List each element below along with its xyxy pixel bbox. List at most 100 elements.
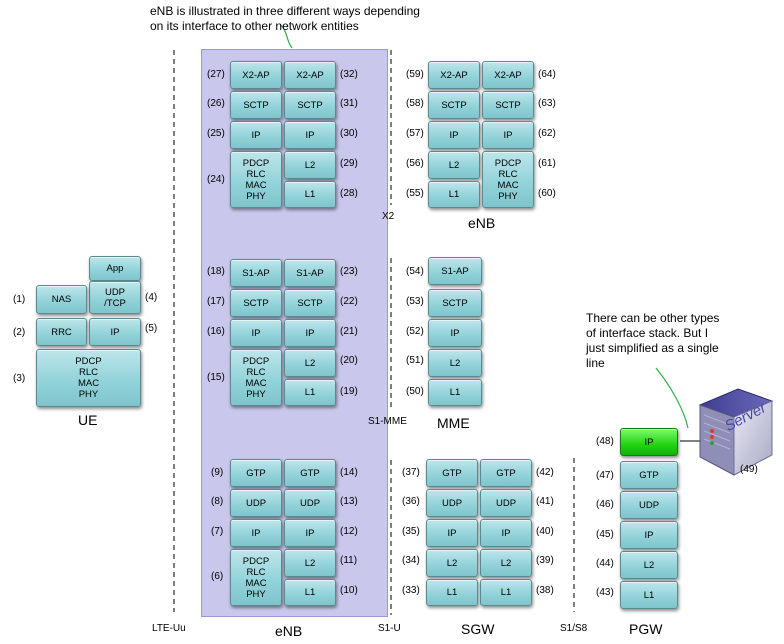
- ue-nas-layer: NAS: [36, 285, 87, 314]
- mme-caption: MME: [437, 415, 470, 431]
- sgw-label-41: (41): [536, 496, 554, 507]
- peer-enb-l2: L2: [428, 151, 480, 179]
- mme-ip: IP: [428, 319, 482, 347]
- peer-enb-label-60: (60): [538, 188, 556, 199]
- enb-x2-sctp-right: SCTP: [284, 91, 336, 119]
- mme-label-51: (51): [406, 355, 424, 366]
- sgw-gtp-right: GTP: [480, 459, 532, 487]
- sgw-udp-right: UDP: [480, 489, 532, 517]
- enb-label-8: (8): [211, 496, 224, 507]
- enb-s1-ip-right: IP: [284, 319, 336, 347]
- sgw-l1-left: L1: [426, 579, 478, 606]
- enb-s1-label-21: (21): [340, 326, 358, 337]
- ue-label-5: (5): [145, 323, 158, 334]
- enb-x2-label-28: (28): [340, 188, 358, 199]
- s1-s8-label: S1/S8: [560, 623, 588, 634]
- sgw-caption: SGW: [461, 621, 495, 637]
- pgw-ip: IP: [620, 521, 678, 549]
- peer-enb-label-61: (61): [538, 158, 556, 169]
- pgw-l2: L2: [620, 551, 678, 579]
- mme-label-50: (50): [406, 386, 424, 397]
- peer-enb-label-57: (57): [406, 128, 424, 139]
- enb-s1-label-20: (20): [340, 355, 358, 366]
- x2-label: X2: [382, 211, 395, 222]
- sgw-label-33: (33): [402, 585, 420, 596]
- peer-enb-ip-left: IP: [428, 121, 480, 149]
- peer-enb-pdcp-rlc-mac-phy: PDCP RLC MAC PHY: [482, 151, 534, 208]
- peer-enb-label-63: (63): [538, 98, 556, 109]
- enb-s1-ip-left: IP: [230, 319, 282, 347]
- enb-x2-ap-left: X2-AP: [230, 61, 282, 89]
- ue-label-2: (2): [13, 327, 26, 338]
- enb-label-7: (7): [211, 526, 224, 537]
- ue-udp-tcp-layer: UDP /TCP: [89, 281, 141, 314]
- ue-ip-layer: IP: [89, 318, 141, 346]
- enb-s1-sctp-left: SCTP: [230, 289, 282, 317]
- enb-s1-label-18: (18): [207, 266, 225, 277]
- enb-x2-label-30: (30): [340, 128, 358, 139]
- peer-enb-label-58: (58): [406, 98, 424, 109]
- enb-udp-right: UDP: [284, 489, 336, 517]
- enb-s1-label-17: (17): [207, 296, 225, 307]
- s1-mme-label: S1-MME: [368, 416, 407, 427]
- enb-x2-label-27: (27): [207, 69, 225, 80]
- top-note: eNB is illustrated in three different wa…: [150, 4, 420, 33]
- sgw-label-38: (38): [536, 585, 554, 596]
- sgw-udp-left: UDP: [426, 489, 478, 517]
- enb-x2-l2: L2: [284, 151, 336, 179]
- ue-label-3: (3): [13, 373, 26, 384]
- enb-s1-label-19: (19): [340, 386, 358, 397]
- peer-enb-caption: eNB: [468, 215, 496, 231]
- sgw-label-37: (37): [402, 467, 420, 478]
- right-note-pointer: [655, 367, 689, 429]
- enb-x2-pdcp-rlc-mac-phy: PDCP RLC MAC PHY: [230, 151, 282, 208]
- enb-s1-pdcp-rlc-mac-phy: PDCP RLC MAC PHY: [230, 349, 282, 406]
- enb-s1-l1: L1: [284, 379, 336, 406]
- enb-ip-right: IP: [284, 519, 336, 547]
- enb-x2-label-26: (26): [207, 98, 225, 109]
- enb-x2-label-25: (25): [207, 128, 225, 139]
- mme-s1-ap: S1-AP: [428, 257, 482, 285]
- sgw-label-34: (34): [402, 555, 420, 566]
- enb-pdcp-rlc-mac-phy: PDCP RLC MAC PHY: [230, 549, 282, 606]
- sgw-label-35: (35): [402, 526, 420, 537]
- ue-pdcp-rlc-mac-phy-layer: PDCP RLC MAC PHY: [36, 349, 141, 407]
- lte-uu-label: LTE-Uu: [152, 623, 186, 634]
- enb-s1-ap-left: S1-AP: [230, 259, 282, 287]
- enb-caption: eNB: [275, 623, 303, 639]
- enb-s1-label-22: (22): [340, 296, 358, 307]
- mme-label-52: (52): [406, 326, 424, 337]
- sgw-ip-right: IP: [480, 519, 532, 547]
- enb-gtp-right: GTP: [284, 459, 336, 487]
- enb-udp-left: UDP: [230, 489, 282, 517]
- peer-enb-label-55: (55): [406, 188, 424, 199]
- server-label-49: (49): [740, 464, 758, 475]
- peer-enb-label-56: (56): [406, 158, 424, 169]
- sgw-label-39: (39): [536, 555, 554, 566]
- pgw-label-47: (47): [596, 470, 614, 481]
- enb-x2-ap-right: X2-AP: [284, 61, 336, 89]
- ue-rrc-layer: RRC: [36, 318, 87, 346]
- pgw-label-48: (48): [596, 436, 614, 447]
- enb-s1-ap-right: S1-AP: [284, 259, 336, 287]
- mme-label-53: (53): [406, 296, 424, 307]
- enb-s1-label-23: (23): [340, 266, 358, 277]
- s1-u-label: S1-U: [378, 623, 401, 634]
- enb-l1: L1: [284, 579, 336, 606]
- enb-label-11: (11): [340, 555, 358, 566]
- peer-enb-ip-right: IP: [482, 121, 534, 149]
- enb-label-10: (10): [340, 585, 358, 596]
- pgw-label-43: (43): [596, 587, 614, 598]
- pgw-gtp: GTP: [620, 461, 678, 489]
- enb-s1-l2: L2: [284, 349, 336, 377]
- sgw-label-42: (42): [536, 467, 554, 478]
- enb-s1-sctp-right: SCTP: [284, 289, 336, 317]
- pgw-udp: UDP: [620, 491, 678, 519]
- mme-sctp: SCTP: [428, 289, 482, 317]
- peer-enb-sctp-left: SCTP: [428, 91, 480, 119]
- enb-x2-label-31: (31): [340, 98, 358, 109]
- enb-l2: L2: [284, 549, 336, 577]
- ue-label-1: (1): [13, 294, 26, 305]
- enb-label-9: (9): [211, 467, 224, 478]
- pgw-label-46: (46): [596, 499, 614, 510]
